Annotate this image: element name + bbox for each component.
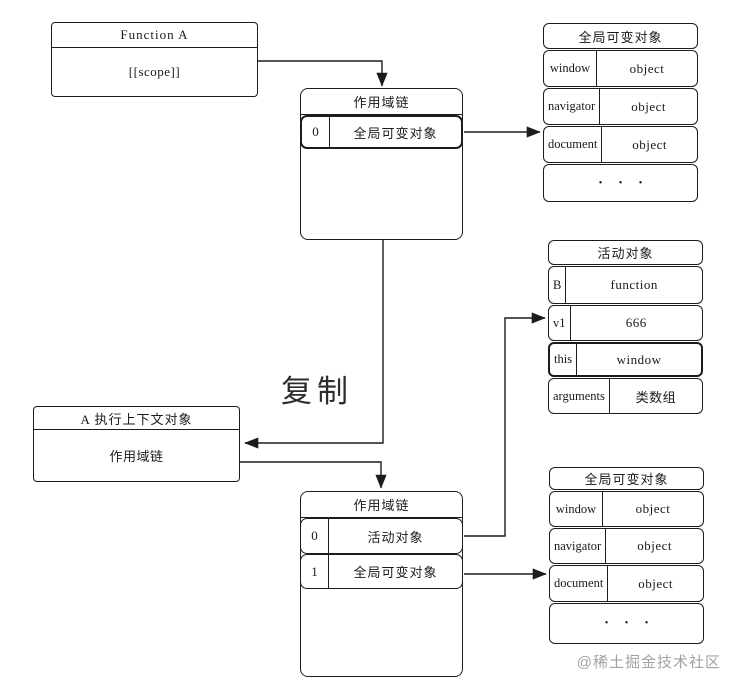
- row-key: navigator: [544, 89, 601, 124]
- table-title: 全局可变对象: [543, 23, 698, 49]
- row-key: this: [550, 344, 578, 375]
- chain-row-label: 全局可变对象: [353, 125, 438, 141]
- chain-row-index: 0: [302, 117, 330, 147]
- arrow-execcontext-to-chainbottom: [240, 461, 387, 489]
- function-a-box: Function A [[scope]]: [51, 22, 258, 97]
- scope-chain-bottom-title: 作用域链: [301, 492, 462, 518]
- table-row: document object: [549, 565, 704, 602]
- row-key: B: [549, 267, 567, 303]
- function-a-title: Function A: [52, 23, 257, 48]
- exec-context-scope-slot: 作用域链: [109, 449, 164, 464]
- row-value: object: [635, 501, 671, 516]
- scope-chain-bottom-box: 作用域链 0 活动对象 1 全局可变对象: [300, 491, 463, 677]
- table-row: window object: [543, 50, 698, 87]
- juejin-watermark: @稀土掘金技术社区: [576, 654, 721, 671]
- table-row: window object: [549, 491, 704, 527]
- table-title: 全局可变对象: [549, 467, 704, 490]
- chain-row: 1 全局可变对象: [300, 554, 463, 589]
- chain-row-index: 1: [301, 555, 329, 588]
- table-row: navigator object: [549, 528, 704, 564]
- ellipsis-row: • • •: [549, 603, 704, 644]
- scope-chain-top-box: 作用域链 0 全局可变对象: [300, 88, 463, 240]
- row-key: v1: [549, 306, 571, 340]
- row-value: 666: [625, 315, 647, 330]
- arrow-chainbottom-to-activeobject: [464, 312, 546, 537]
- table-row: v1 666: [548, 305, 703, 341]
- row-key: document: [544, 127, 603, 162]
- arrow-chaintop-to-execcontext: [244, 240, 384, 449]
- chain-row-label: 活动对象: [367, 529, 424, 545]
- row-value: 类数组: [635, 389, 677, 405]
- scope-chain-top-title: 作用域链: [301, 89, 462, 115]
- row-value: window: [616, 351, 662, 367]
- ellipsis-row: • • •: [543, 164, 698, 202]
- row-value: object: [637, 538, 672, 553]
- global-object-top-table: 全局可变对象 window object navigator object do…: [543, 23, 698, 202]
- function-a-scope-slot: [[scope]]: [128, 64, 181, 79]
- table-row: document object: [543, 126, 698, 163]
- row-value: object: [631, 98, 666, 114]
- exec-context-box: A 执行上下文对象 作用域链: [33, 406, 240, 482]
- global-object-bottom-table: 全局可变对象 window object navigator object do…: [549, 467, 704, 644]
- row-value: object: [632, 136, 668, 152]
- chain-row-label: 全局可变对象: [353, 565, 438, 580]
- table-row: navigator object: [543, 88, 698, 125]
- exec-context-title: A 执行上下文对象: [34, 407, 239, 430]
- row-key: window: [544, 51, 597, 86]
- row-value: object: [629, 60, 665, 76]
- chain-row: 0 活动对象: [300, 518, 463, 554]
- table-title: 活动对象: [548, 240, 703, 265]
- row-value: object: [638, 575, 674, 591]
- copy-annotation: 复制: [281, 374, 353, 409]
- table-row: B function: [548, 266, 703, 304]
- row-key: window: [550, 492, 603, 526]
- row-value: function: [610, 277, 658, 292]
- chain-row-index: 0: [301, 519, 329, 553]
- table-row-highlighted: this window: [548, 342, 703, 377]
- chain-row: 0 全局可变对象: [300, 115, 463, 149]
- row-key: navigator: [550, 529, 607, 563]
- active-object-table: 活动对象 B function v1 666 this window argum…: [548, 240, 703, 414]
- row-key: arguments: [549, 379, 610, 413]
- table-row: arguments 类数组: [548, 378, 703, 414]
- row-key: document: [550, 566, 609, 601]
